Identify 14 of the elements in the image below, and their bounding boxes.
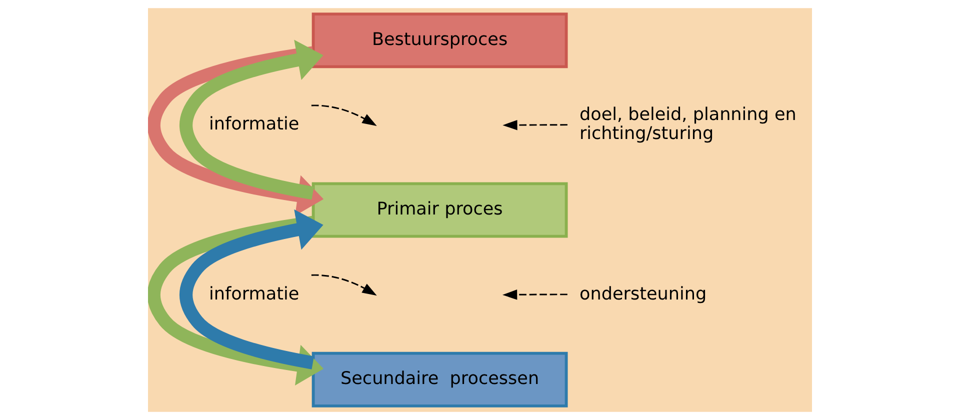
arrow <box>148 216 324 386</box>
node-box: Secundaire processen <box>311 352 568 408</box>
arrow <box>310 104 376 126</box>
node-box: Primair proces <box>311 182 568 238</box>
arrow <box>178 209 323 370</box>
arrow <box>502 290 567 300</box>
node-text: informatie <box>208 284 299 304</box>
node-text: informatie <box>208 114 299 135</box>
node-box: Bestuursproces <box>311 12 568 68</box>
node-text: doel, beleid, planning en richting/sturing <box>578 105 796 144</box>
node-text: ondersteuning <box>579 284 706 304</box>
arrow <box>310 274 376 296</box>
arrow <box>502 120 567 130</box>
arrow <box>178 40 323 200</box>
